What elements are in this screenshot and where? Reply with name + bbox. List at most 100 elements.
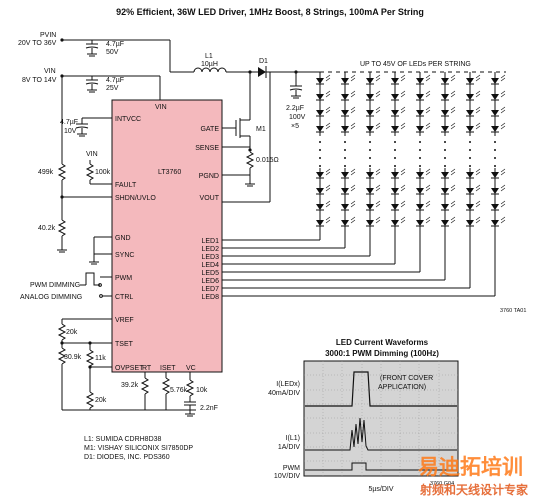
resistor-10k-value: 10k	[196, 387, 208, 394]
vref-network	[57, 318, 196, 411]
led-icon	[491, 122, 506, 133]
channel-3-name: PWM	[283, 465, 300, 472]
channel-3-scale: 10V/DIV	[274, 473, 300, 480]
ic-pin-led6: LED6	[201, 278, 219, 285]
led-return-wire	[222, 226, 396, 265]
led-string	[416, 72, 431, 227]
gnd-sync-wires	[89, 236, 112, 265]
led-icon	[316, 106, 331, 117]
led-icon	[391, 200, 406, 211]
resistor-499k	[57, 160, 112, 220]
diagram-title: 92% Efficient, 36W LED Driver, 1MHz Boos…	[116, 7, 424, 17]
ic-pin-vc: VC	[186, 365, 196, 372]
ic-pin-led3: LED3	[201, 254, 219, 261]
vin-cap-voltage: 25V	[106, 85, 119, 92]
led-return-wire	[222, 226, 496, 297]
led-icon	[366, 200, 381, 211]
channel-2-name: I(L1)	[286, 435, 300, 442]
led-icon	[491, 200, 506, 211]
leds-per-string-label: UP TO 45V OF LEDs PER STRING	[360, 61, 471, 68]
led-string	[316, 72, 331, 227]
ic-pin-ctrl: CTRL	[115, 294, 133, 301]
inductor-value: 10µH	[201, 61, 218, 68]
resistor-11k-value: 11k	[95, 355, 106, 362]
ic-pin-intvcc: INTVCC	[115, 116, 141, 123]
out-cap-value: 2.2µF	[286, 105, 304, 112]
figure-code-1: 3760 TA01	[500, 308, 526, 314]
pvin-label: PVIN	[40, 32, 56, 39]
led-icon	[341, 184, 356, 195]
led-icon	[316, 200, 331, 211]
ic-pin-gate: GATE	[200, 126, 219, 133]
led-icon	[466, 74, 481, 85]
led-icon	[341, 216, 356, 227]
figure-code-2: 3760 G04	[430, 481, 454, 487]
intvcc-cap-value: 4.7µF	[60, 119, 78, 126]
mosfet-m1	[222, 118, 251, 150]
resistor-30k9-value: 30.9k	[64, 354, 82, 361]
scope-annotation-2: APPLICATION)	[378, 384, 426, 391]
note-mosfet: M1: VISHAY SILICONIX SI7850DP	[84, 445, 193, 452]
led-icon	[416, 184, 431, 195]
led-icon	[366, 106, 381, 117]
led-icon	[441, 122, 456, 133]
led-icon	[466, 184, 481, 195]
out-cap-count: ×5	[291, 123, 299, 130]
intvcc-capacitor	[75, 117, 112, 137]
led-return-wire	[222, 226, 321, 241]
note-diode: D1: DIODES, INC. PDS360	[84, 454, 170, 461]
led-return-wire	[222, 226, 346, 249]
watermark-subtitle: 射频和天线设计专家	[419, 482, 529, 497]
ic-pin-led8: LED8	[201, 294, 219, 301]
waveform-subtitle: 3000:1 PWM Dimming (100Hz)	[325, 349, 439, 358]
analog-dimming-label: ANALOG DIMMING	[20, 294, 82, 301]
vin-label: VIN	[44, 68, 56, 75]
led-icon	[316, 74, 331, 85]
resistor-20k-bot-value: 20k	[95, 397, 107, 404]
led-icon	[491, 74, 506, 85]
ic-pin-led1: LED1	[201, 238, 219, 245]
led-icon	[366, 90, 381, 101]
scope-annotation-1: (FRONT COVER	[380, 375, 433, 382]
led-icon	[416, 106, 431, 117]
ic-pin-pgnd: PGND	[199, 173, 219, 180]
resistor-40k2	[57, 219, 67, 253]
led-icon	[416, 122, 431, 133]
led-string	[391, 72, 406, 227]
led-icon	[366, 168, 381, 179]
ic-pin-vin: VIN	[155, 104, 167, 111]
led-icon	[316, 168, 331, 179]
led-icon	[341, 90, 356, 101]
resistor-100k	[85, 160, 112, 185]
led-icon	[441, 200, 456, 211]
led-string	[491, 72, 506, 227]
pwm-dimming-label: PWM DIMMING	[30, 282, 80, 289]
led-icon	[341, 74, 356, 85]
output-capacitor	[289, 85, 303, 99]
led-icon	[441, 106, 456, 117]
led-icon	[341, 168, 356, 179]
led-icon	[391, 216, 406, 227]
resistor-40k2-value: 40.2k	[38, 225, 56, 232]
vin-cap-value: 4.7µF	[106, 77, 124, 84]
led-icon	[366, 216, 381, 227]
led-icon	[491, 168, 506, 179]
inductor-l1	[170, 67, 250, 73]
ic-pin-vref: VREF	[115, 317, 134, 324]
led-icon	[441, 90, 456, 101]
led-icon	[466, 216, 481, 227]
ic-pin-led5: LED5	[201, 270, 219, 277]
time-scale: 5µs/DIV	[368, 486, 393, 493]
ic-pin-gnd: GND	[115, 235, 131, 242]
led-icon	[491, 216, 506, 227]
resistor-499k-value: 499k	[38, 169, 54, 176]
led-icon	[391, 106, 406, 117]
ic-pin-iset: ISET	[160, 365, 176, 372]
led-return-wire	[222, 226, 446, 281]
channel-1-scale: 40mA/DIV	[268, 390, 300, 397]
pvin-range: 20V TO 36V	[18, 40, 57, 47]
led-icon	[316, 90, 331, 101]
led-return-wire	[222, 226, 471, 289]
led-icon	[366, 122, 381, 133]
pvin-capacitor	[85, 40, 99, 57]
